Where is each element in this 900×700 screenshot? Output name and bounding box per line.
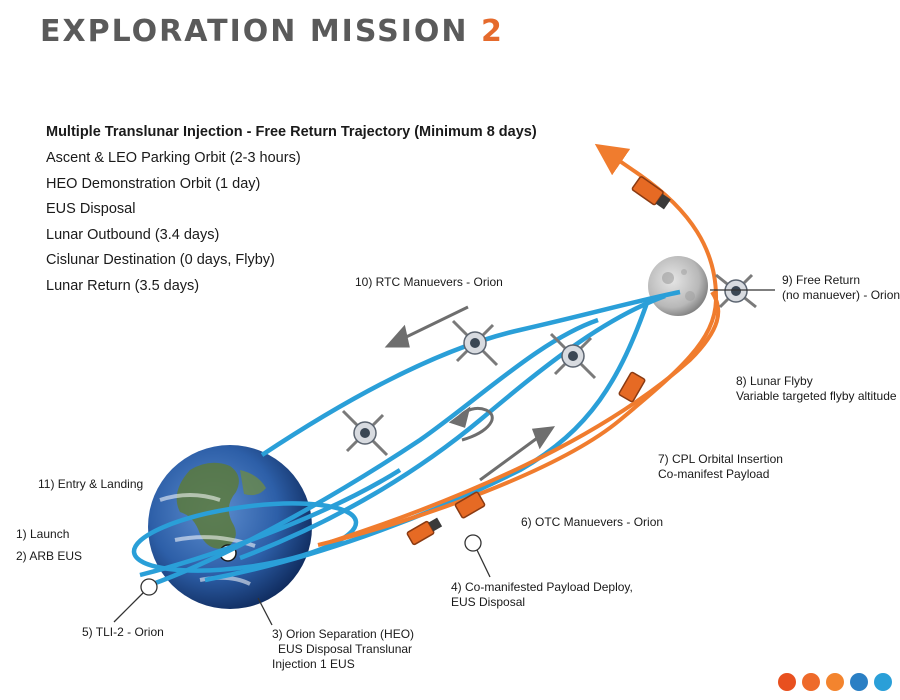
label-line: 9) Free Return bbox=[782, 273, 861, 287]
footer-dot bbox=[802, 673, 820, 691]
orion-spacecraft-icon bbox=[341, 409, 389, 457]
label-payload-deploy: 4) Co-manifested Payload Deploy, EUS Dis… bbox=[451, 580, 633, 610]
direction-arrow-icon bbox=[384, 305, 469, 348]
plan-phase: EUS Disposal bbox=[46, 201, 136, 217]
label-line: Co-manifest Payload bbox=[658, 467, 770, 481]
label-otc-manuevers: 6) OTC Manuevers - Orion bbox=[521, 515, 664, 529]
callout-markers bbox=[113, 289, 775, 626]
label-rtc-manuevers: 10) RTC Manuevers - Orion bbox=[355, 275, 503, 289]
moon-icon bbox=[648, 256, 708, 316]
orion-spacecraft-icon bbox=[549, 332, 597, 380]
label-line: 4) Co-manifested Payload Deploy, bbox=[451, 580, 633, 594]
footer-dots bbox=[778, 673, 892, 691]
label-line: (no manuever) - Orion bbox=[782, 288, 900, 302]
footer-dot bbox=[826, 673, 844, 691]
plan-phase: Lunar Outbound (3.4 days) bbox=[46, 226, 220, 243]
direction-arrow-icon bbox=[448, 406, 494, 442]
orion-spacecraft-icon bbox=[451, 319, 499, 367]
footer-dot bbox=[778, 673, 796, 691]
eus-stage-icon bbox=[631, 176, 671, 210]
label-entry-landing: 11) Entry & Landing bbox=[38, 477, 144, 491]
eus-stage-icon bbox=[406, 517, 443, 546]
direction-arrow-icon bbox=[479, 426, 556, 482]
payload-trajectory bbox=[317, 143, 721, 547]
page-title: EXPLORATION MISSION 2 bbox=[40, 14, 504, 49]
label-tli2: 5) TLI-2 - Orion bbox=[82, 625, 164, 639]
title-text: EXPLORATION MISSION bbox=[40, 14, 469, 49]
label-lunar-flyby: 8) Lunar Flyby Variable targeted flyby a… bbox=[736, 374, 897, 404]
label-line: EUS Disposal Translunar bbox=[278, 642, 413, 656]
mission-plan: Multiple Translunar Injection - Free Ret… bbox=[46, 124, 537, 299]
orion-trajectory bbox=[131, 289, 681, 588]
label-line: 8) Lunar Flyby bbox=[736, 374, 813, 388]
label-free-return: 9) Free Return (no manuever) - Orion bbox=[782, 273, 900, 303]
label-line: 3) Orion Separation (HEO) bbox=[272, 627, 415, 641]
plan-phase: HEO Demonstration Orbit (1 day) bbox=[46, 175, 261, 192]
footer-dot bbox=[874, 673, 892, 691]
label-launch: 1) Launch bbox=[16, 527, 70, 541]
plan-phase: Lunar Return (3.5 days) bbox=[46, 277, 200, 294]
plan-phase: Cislunar Destination (0 days, Flyby) bbox=[46, 252, 275, 268]
label-arb-eus: 2) ARB EUS bbox=[16, 549, 83, 563]
label-line: 7) CPL Orbital Insertion bbox=[658, 452, 783, 466]
eus-stage-icon bbox=[454, 491, 486, 519]
label-orion-separation: 3) Orion Separation (HEO) EUS Disposal T… bbox=[272, 627, 414, 672]
orion-spacecraft-icon bbox=[715, 273, 757, 309]
label-cpl-insertion: 7) CPL Orbital Insertion Co-manifest Pay… bbox=[658, 452, 783, 482]
eus-stage-icon bbox=[618, 371, 646, 403]
label-line: Injection 1 EUS bbox=[272, 657, 355, 671]
footer-dot bbox=[850, 673, 868, 691]
plan-heading: Multiple Translunar Injection - Free Ret… bbox=[46, 124, 537, 140]
title-number: 2 bbox=[480, 14, 504, 49]
plan-phase: Ascent & LEO Parking Orbit (2-3 hours) bbox=[46, 150, 301, 166]
label-line: Variable targeted flyby altitude bbox=[736, 389, 897, 403]
label-line: EUS Disposal bbox=[451, 595, 526, 609]
